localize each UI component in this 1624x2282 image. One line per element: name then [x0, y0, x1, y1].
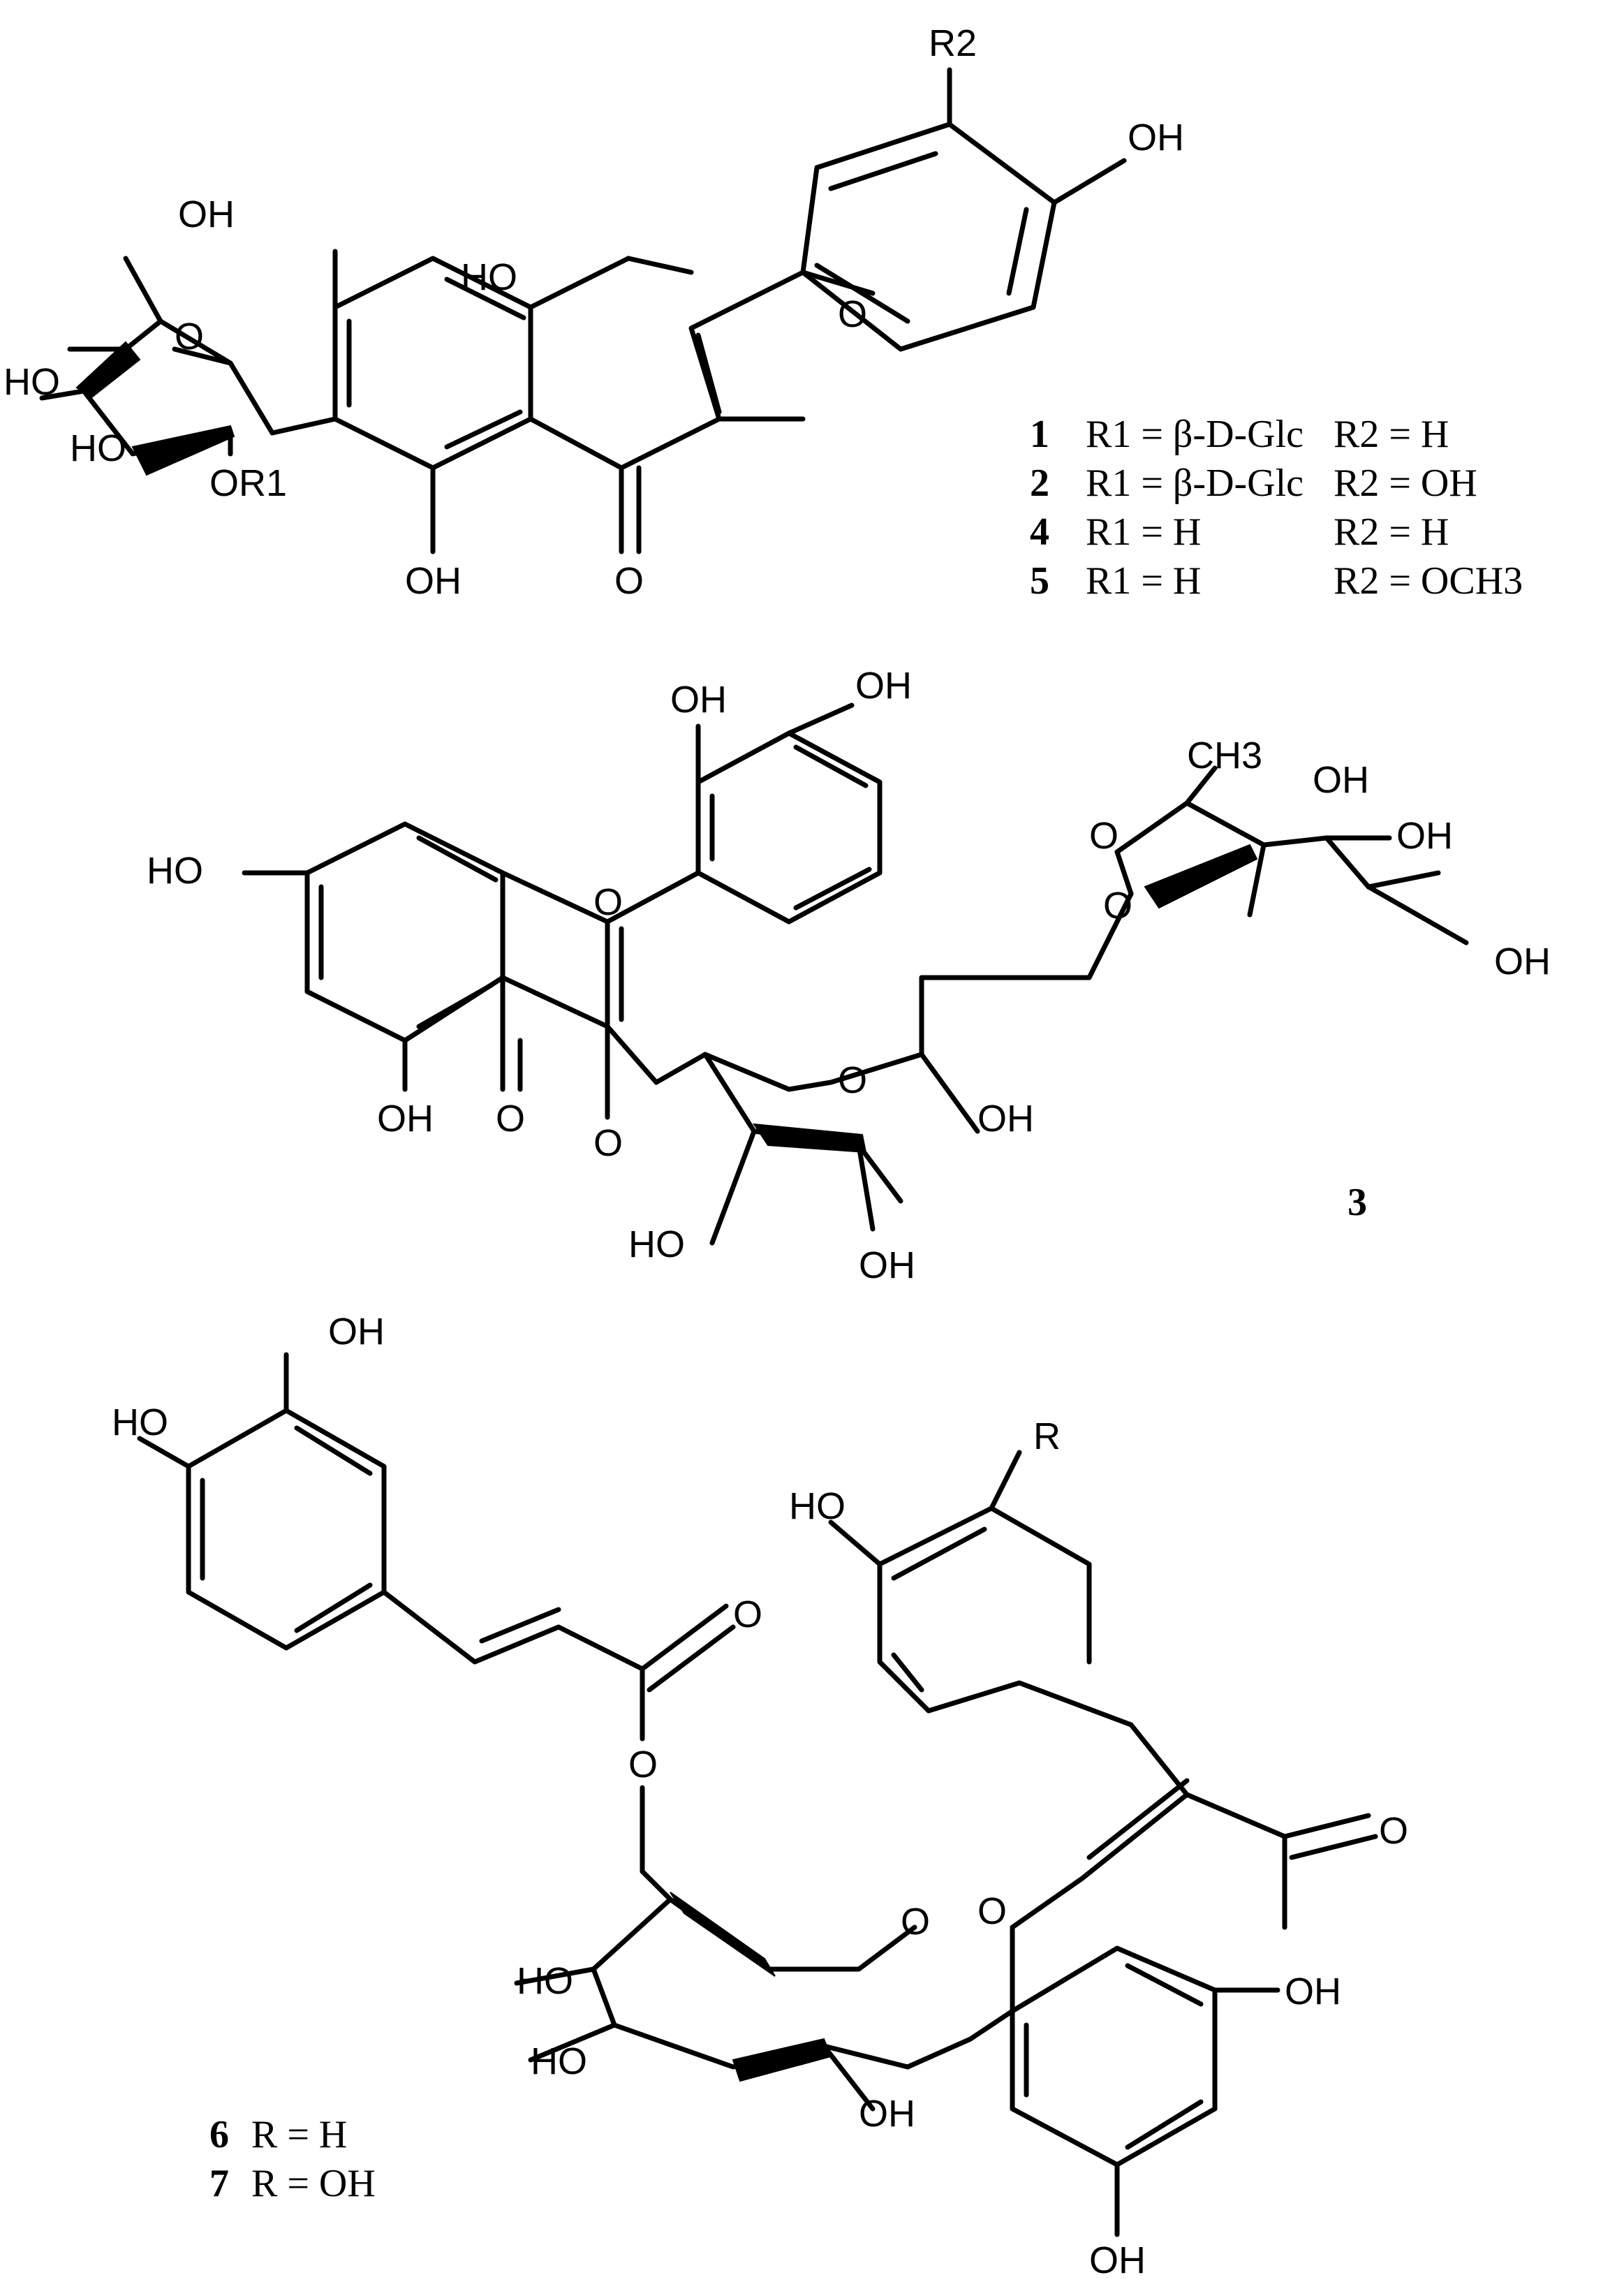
atom-ho-4p: HO — [789, 1485, 846, 1527]
structure-6-7-wedge-bond — [670, 1892, 776, 1977]
r1-value: R1 = β-D-Glc — [1086, 413, 1304, 456]
atom-o-ester: O — [628, 1744, 658, 1786]
r2-value: R2 = OCH3 — [1334, 559, 1523, 603]
atom-oh-3p: OH — [670, 679, 727, 721]
atom-r2: R2 — [929, 22, 977, 64]
structure-1-skeleton — [39, 67, 1127, 554]
atom-o-glyc: O — [593, 1122, 623, 1164]
atom-ho-7: HO — [461, 256, 517, 298]
atom-ho-4pp: HO — [3, 361, 60, 403]
atom-o-glc: O — [901, 1901, 930, 1943]
structure-6-7-skeleton — [137, 1352, 1378, 2237]
structure-3-wedge-bond — [752, 1123, 867, 1154]
r2-value: R2 = H — [1334, 413, 1449, 456]
r2-value: R2 = H — [1334, 510, 1449, 554]
compound-number-3: 3 — [1348, 1181, 1367, 1224]
r1-value: R1 = H — [1086, 559, 1201, 603]
structure-1-wedge-bond — [131, 425, 235, 476]
atom-o-ring: O — [593, 881, 623, 923]
compound-number: 5 — [1030, 559, 1049, 603]
structure-6-7-substituent-table: 6 R = H 7 R = OH — [209, 2113, 376, 2205]
atom-o-ring: O — [977, 1890, 1007, 1932]
atom-o-rha: O — [1089, 815, 1119, 857]
atom-oh-rha1: OH — [1313, 759, 1369, 801]
structure-1-substituent-table: 1 R1 = β-D-Glc R2 = H 2 R1 = β-D-Glc R2 … — [1030, 413, 1523, 603]
structure-3-wedge-bond-2 — [1144, 844, 1258, 909]
atom-oh-6pp: OH — [178, 193, 235, 235]
structure-3-atom-labels: OH OH HO O OH O O O HO OH OH O O CH3 OH … — [147, 665, 1551, 1286]
atom-oh-glc3: OH — [977, 1098, 1034, 1140]
atom-o-sugar: O — [175, 316, 204, 358]
atom-o-keto: O — [496, 1098, 525, 1140]
atom-ho-3pp: HO — [70, 427, 126, 469]
atom-oh-glc4: OH — [859, 1244, 915, 1286]
atom-o-ring: O — [838, 293, 867, 335]
atom-ho-glc3: HO — [531, 2040, 587, 2082]
atom-o-link: O — [1103, 885, 1132, 927]
compound-number: 6 — [209, 2113, 229, 2156]
r2-value: R2 = OH — [1334, 462, 1477, 505]
compound-number: 1 — [1030, 413, 1049, 456]
compound-number: 7 — [209, 2162, 229, 2205]
atom-oh-4p: OH — [1128, 117, 1184, 159]
structure-1-atom-labels: R2 OH HO O OH O OH HO HO O OR1 — [3, 22, 1184, 602]
structure-6-7-atom-labels: OH HO O O HO R O O O HO HO OH OH OH — [112, 1311, 1408, 2281]
atom-o-keto: O — [614, 560, 644, 602]
atom-ho-caf4: HO — [112, 1401, 168, 1443]
atom-oh-4p: OH — [855, 665, 912, 707]
structure-3-skeleton — [242, 702, 1469, 1246]
atom-oh-rha2: OH — [1396, 815, 1453, 857]
atom-oh-glc2: OH — [859, 2093, 915, 2135]
atom-ho-glc4: HO — [517, 1960, 573, 2002]
r1-value: R1 = β-D-Glc — [1086, 462, 1304, 505]
atom-o-carbonyl: O — [733, 1593, 762, 1635]
atom-ho-glc2: HO — [628, 1223, 685, 1265]
atom-oh-rha3: OH — [1494, 941, 1551, 982]
atom-o-keto: O — [1379, 1810, 1408, 1852]
r-value: R = H — [251, 2113, 347, 2156]
atom-o-glc: O — [838, 1059, 867, 1101]
atom-oh-7: OH — [1089, 2239, 1146, 2281]
structure-6-7-wedge-bond-2 — [732, 2038, 832, 2082]
atom-oh-5: OH — [405, 560, 462, 602]
atom-r: R — [1033, 1415, 1061, 1457]
atom-ch3: CH3 — [1187, 735, 1262, 776]
r1-value: R1 = H — [1086, 510, 1201, 554]
compound-number: 4 — [1030, 510, 1049, 554]
compound-number: 2 — [1030, 462, 1049, 505]
structure-1-wedge-bond-2 — [75, 341, 141, 399]
atom-ho-7: HO — [147, 850, 203, 892]
atom-oh-5: OH — [377, 1098, 434, 1140]
r-value: R = OH — [251, 2162, 376, 2205]
atom-or1: OR1 — [209, 462, 287, 504]
atom-oh-caf3: OH — [328, 1311, 385, 1353]
atom-oh-5: OH — [1285, 1971, 1341, 2012]
